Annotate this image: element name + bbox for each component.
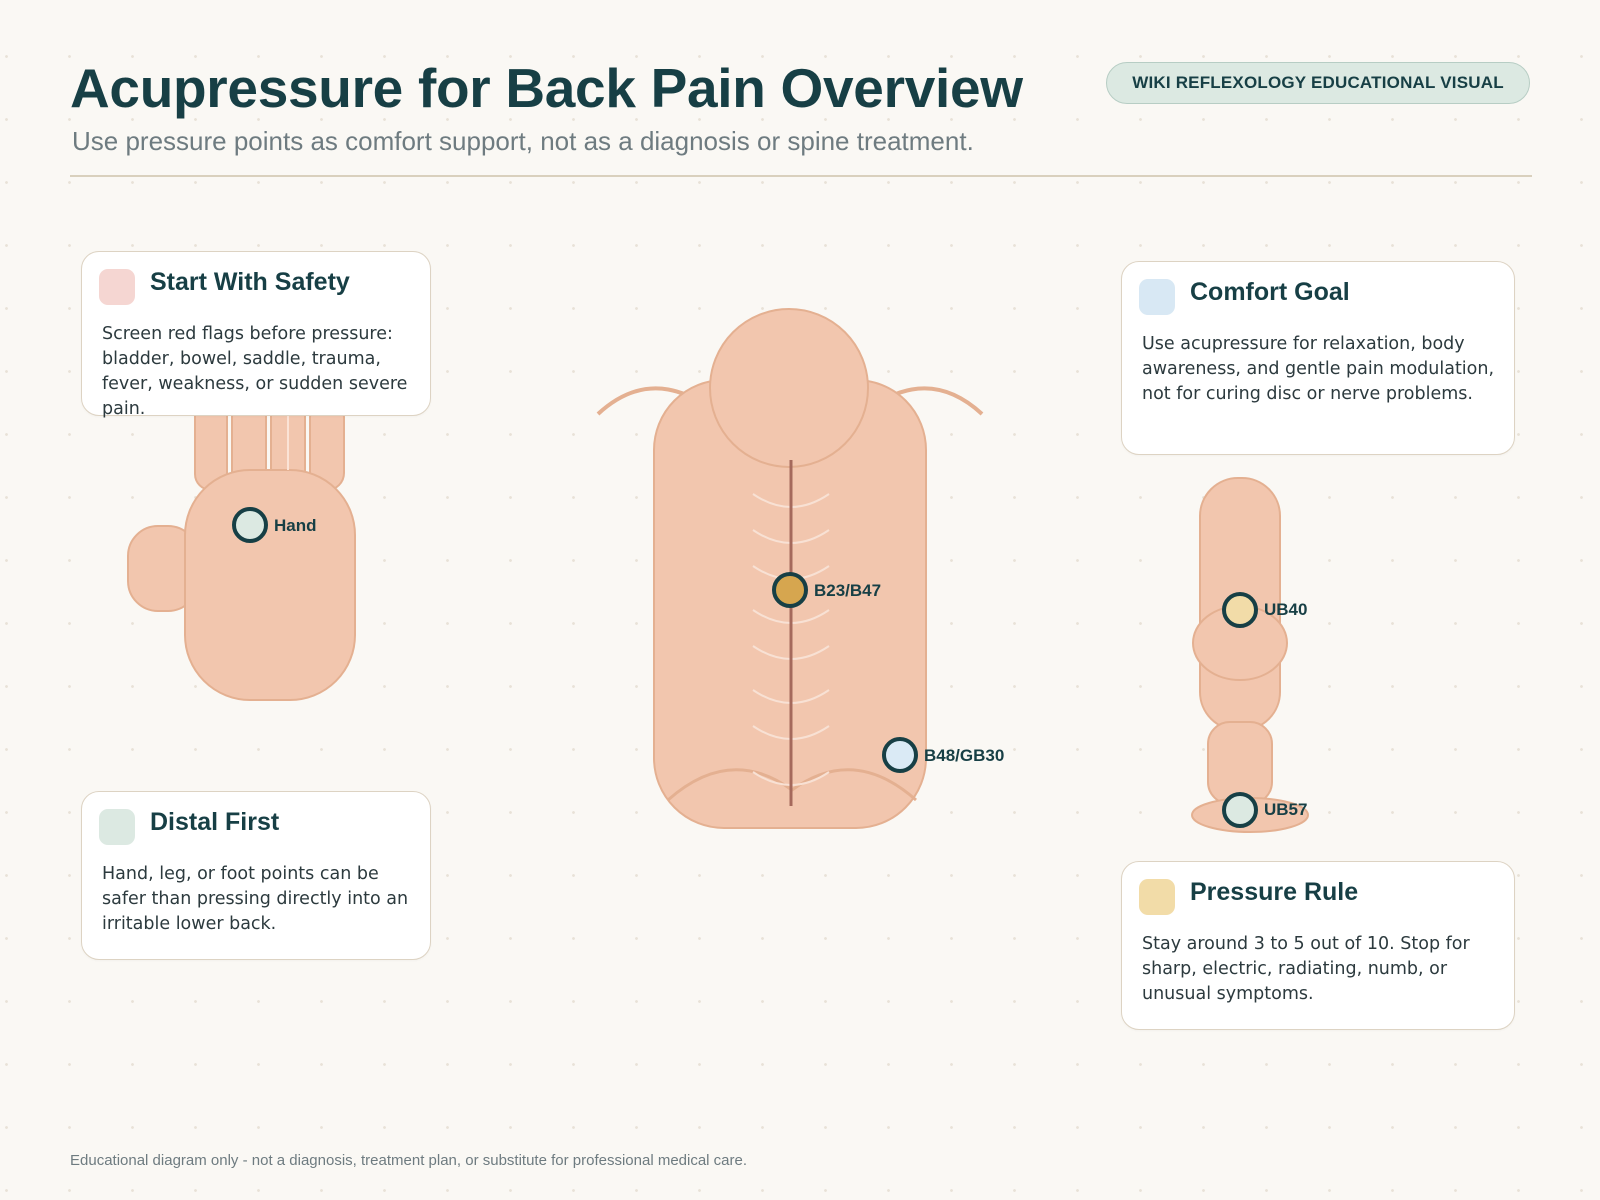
- acupressure-point-ub57: UB57: [1222, 792, 1307, 828]
- point-label-ub40: UB40: [1264, 600, 1307, 619]
- card-title: Distal First: [150, 808, 280, 836]
- point-marker: [1222, 592, 1258, 628]
- card-swatch: [1139, 279, 1175, 315]
- point-marker: [232, 507, 268, 543]
- card-pressure-rule: Pressure Rule Stay around 3 to 5 out of …: [1121, 861, 1515, 1030]
- page-subtitle: Use pressure points as comfort support, …: [72, 126, 974, 156]
- card-swatch: [1139, 879, 1175, 915]
- card-body: Screen red flags before pressure: bladde…: [102, 324, 408, 419]
- card-comfort-goal: Comfort Goal Use acupressure for relaxat…: [1121, 261, 1515, 455]
- point-marker: [882, 737, 918, 773]
- point-label-b23-b47: B23/B47: [814, 581, 881, 600]
- disclaimer-footer: Educational diagram only - not a diagnos…: [70, 1152, 748, 1169]
- point-label-hand: Hand: [274, 516, 317, 535]
- acupressure-point-b48-gb30: B48/GB30: [882, 737, 1004, 773]
- source-badge: WIKI REFLEXOLOGY EDUCATIONAL VISUAL: [1106, 62, 1530, 104]
- hand-illustration: [127, 384, 356, 701]
- leg-illustration: [1191, 477, 1309, 833]
- acupressure-point-hand: Hand: [232, 507, 317, 543]
- card-body: Stay around 3 to 5 out of 10. Stop for s…: [1142, 934, 1470, 1004]
- card-body: Use acupressure for relaxation, body awa…: [1142, 334, 1495, 404]
- acupressure-point-b23-b47: B23/B47: [772, 572, 881, 608]
- acupressure-point-ub40: UB40: [1222, 592, 1307, 628]
- card-swatch: [99, 809, 135, 845]
- point-label-b48-gb30: B48/GB30: [924, 746, 1004, 765]
- point-label-ub57: UB57: [1264, 800, 1307, 819]
- point-marker: [772, 572, 808, 608]
- point-marker: [1222, 792, 1258, 828]
- card-title: Start With Safety: [150, 268, 350, 296]
- card-title: Comfort Goal: [1190, 278, 1350, 306]
- card-body: Hand, leg, or foot points can be safer t…: [102, 864, 409, 934]
- card-title: Pressure Rule: [1190, 878, 1359, 906]
- card-start-with-safety: Start With Safety Screen red flags befor…: [81, 251, 431, 419]
- page-title: Acupressure for Back Pain Overview: [70, 57, 1023, 119]
- card-distal-first: Distal First Hand, leg, or foot points c…: [81, 791, 431, 960]
- card-swatch: [99, 269, 135, 305]
- header-divider: [70, 175, 1532, 177]
